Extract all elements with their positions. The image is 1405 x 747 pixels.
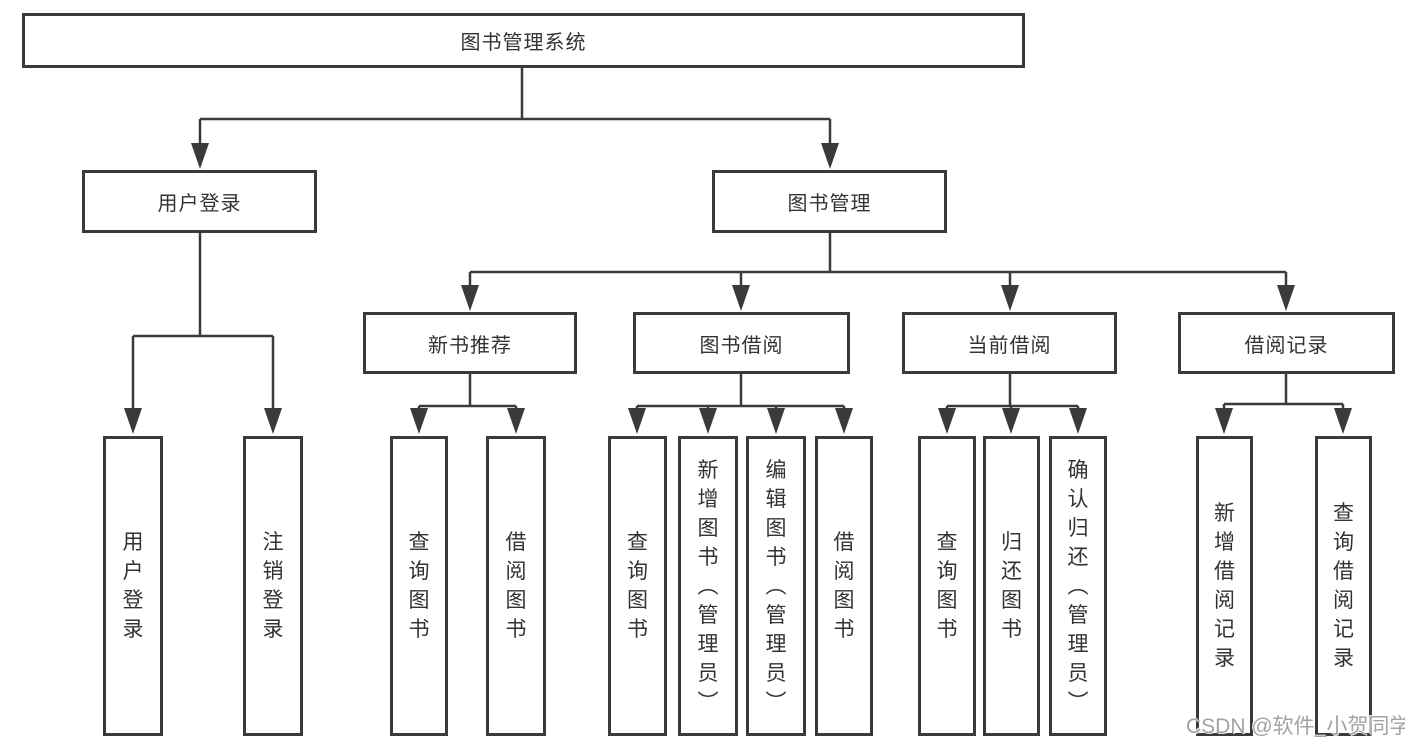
- node-br-add-record: 新增借阅记录: [1196, 436, 1253, 736]
- node-book-borrowing: 图书借阅: [633, 312, 850, 374]
- node-cb-confirm-return: 确认归还︵管理员︶: [1049, 436, 1107, 736]
- node-br-query-record: 查询借阅记录: [1315, 436, 1372, 736]
- node-bb-edit-books: 编辑图书︵管理员︶: [746, 436, 806, 736]
- node-user-login: 用户登录: [82, 170, 317, 233]
- csdn-watermark: CSDN @软件_小贺同学: [1186, 715, 1405, 738]
- node-cb-query-books: 查询图书: [918, 436, 976, 736]
- node-book-management: 图书管理: [712, 170, 947, 233]
- node-user-login-action: 用户登录: [103, 436, 163, 736]
- node-new-book-recommend: 新书推荐: [363, 312, 577, 374]
- node-bb-borrow-books: 借阅图书: [815, 436, 873, 736]
- node-current-borrowing: 当前借阅: [902, 312, 1117, 374]
- node-root: 图书管理系统: [22, 13, 1025, 68]
- node-bb-add-books: 新增图书︵管理员︶: [678, 436, 738, 736]
- node-nbr-borrow-books: 借阅图书: [486, 436, 546, 736]
- node-logout-action: 注销登录: [243, 436, 303, 736]
- node-nbr-query-books: 查询图书: [390, 436, 448, 736]
- node-borrowing-records: 借阅记录: [1178, 312, 1395, 374]
- node-cb-return-books: 归还图书: [983, 436, 1040, 736]
- node-bb-query-books: 查询图书: [608, 436, 667, 736]
